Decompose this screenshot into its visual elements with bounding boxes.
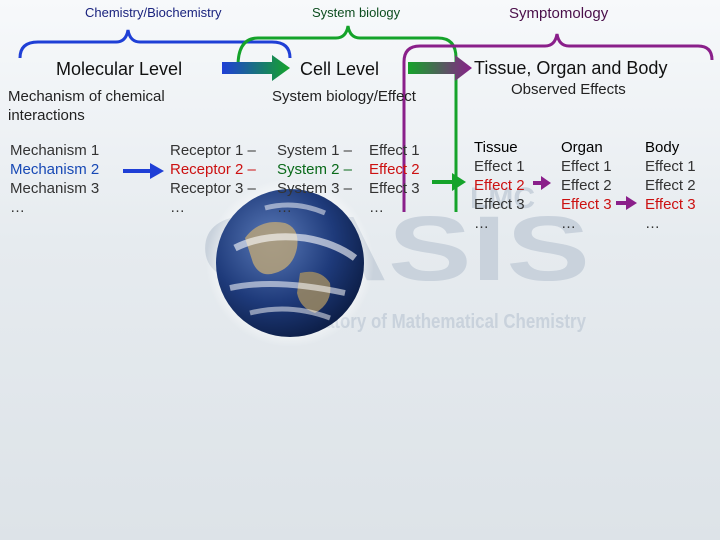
tissue-heading: Tissue — [474, 139, 518, 156]
mechanism-to-receptor-arrow — [123, 163, 164, 179]
cell-to-tissue-arrow — [408, 55, 472, 81]
receptor-item: Receptor 1 – — [170, 142, 256, 159]
body-effect-item: Effect 2 — [645, 177, 696, 194]
system-effect-item: Effect 3 — [369, 180, 420, 197]
level-molecular: Molecular Level — [56, 59, 183, 79]
body-effect-item: Effect 1 — [645, 158, 696, 175]
earth-globe-image — [206, 179, 374, 347]
watermark-top: LMC — [470, 182, 535, 215]
system-item: System 2 – — [277, 161, 353, 178]
mechanism-item: Mechanism 2 — [10, 161, 100, 178]
tissue-to-organ-arrow — [533, 176, 551, 190]
watermark-sub: Laboratory of Mathematical Chemistry — [278, 311, 587, 333]
organ-list: Organ Effect 1 Effect 2 Effect 3 … — [561, 138, 612, 233]
chemistry-brace — [18, 29, 292, 59]
tissue-effect-item: Effect 1 — [474, 158, 525, 175]
organ-effect-item: Effect 2 — [561, 177, 612, 194]
tissue-effect-item: Effect 2 — [474, 177, 525, 194]
organ-effect-item: Effect 1 — [561, 158, 612, 175]
mechanism-item: Mechanism 1 — [10, 142, 100, 159]
mechanism-item: Mechanism 3 — [10, 180, 100, 197]
system-effect-item: Effect 1 — [369, 142, 420, 159]
system-effect-item: … — [369, 199, 384, 216]
molecular-to-cell-arrow — [222, 55, 290, 81]
body-effect-item: … — [645, 215, 660, 232]
category-system-biology: System biology — [312, 5, 401, 20]
system-brace — [236, 25, 458, 212]
organ-effect-item: Effect 3 — [561, 196, 612, 213]
system-effect-list: Effect 1 Effect 2 Effect 3 … — [369, 141, 420, 217]
receptor-list: Receptor 1 – Receptor 2 – Receptor 3 – … — [170, 141, 256, 217]
organ-to-body-arrow — [616, 196, 637, 210]
system-effect-item: Effect 2 — [369, 161, 420, 178]
mechanism-list: Mechanism 1 Mechanism 2 Mechanism 3 … — [10, 141, 99, 217]
symptomology-brace — [402, 33, 714, 212]
subheading-observed: Observed Effects — [511, 81, 626, 98]
body-effect-item: Effect 3 — [645, 196, 696, 213]
system-item: … — [277, 199, 292, 216]
level-tissue-organ-body: Tissue, Organ and Body — [474, 58, 668, 78]
body-heading: Body — [645, 139, 680, 156]
category-symptomology: Symptomology — [509, 5, 609, 22]
tissue-effect-item: … — [474, 215, 489, 232]
system-item: System 3 – — [277, 180, 353, 197]
subheading-mechanism: Mechanism of chemical interactions — [8, 88, 165, 124]
subheading-system-effect: System biology/Effect — [272, 88, 416, 105]
receptor-item: Receptor 3 – — [170, 180, 256, 197]
level-cell: Cell Level — [300, 59, 380, 79]
receptor-item: Receptor 2 – — [170, 161, 256, 178]
system-list: System 1 – System 2 – System 3 – … — [277, 141, 352, 217]
category-chemistry: Chemistry/Biochemistry — [85, 5, 222, 20]
tissue-list: Tissue Effect 1 Effect 2 Effect 3 … — [474, 138, 525, 233]
organ-heading: Organ — [561, 139, 603, 156]
organ-effect-item: … — [561, 215, 576, 232]
mechanism-item: … — [10, 199, 25, 216]
tissue-effect-item: Effect 3 — [474, 196, 525, 213]
receptor-item: … — [170, 199, 185, 216]
effect-to-tissue-arrow — [432, 173, 466, 191]
body-list: Body Effect 1 Effect 2 Effect 3 … — [645, 138, 696, 233]
system-item: System 1 – — [277, 142, 353, 159]
